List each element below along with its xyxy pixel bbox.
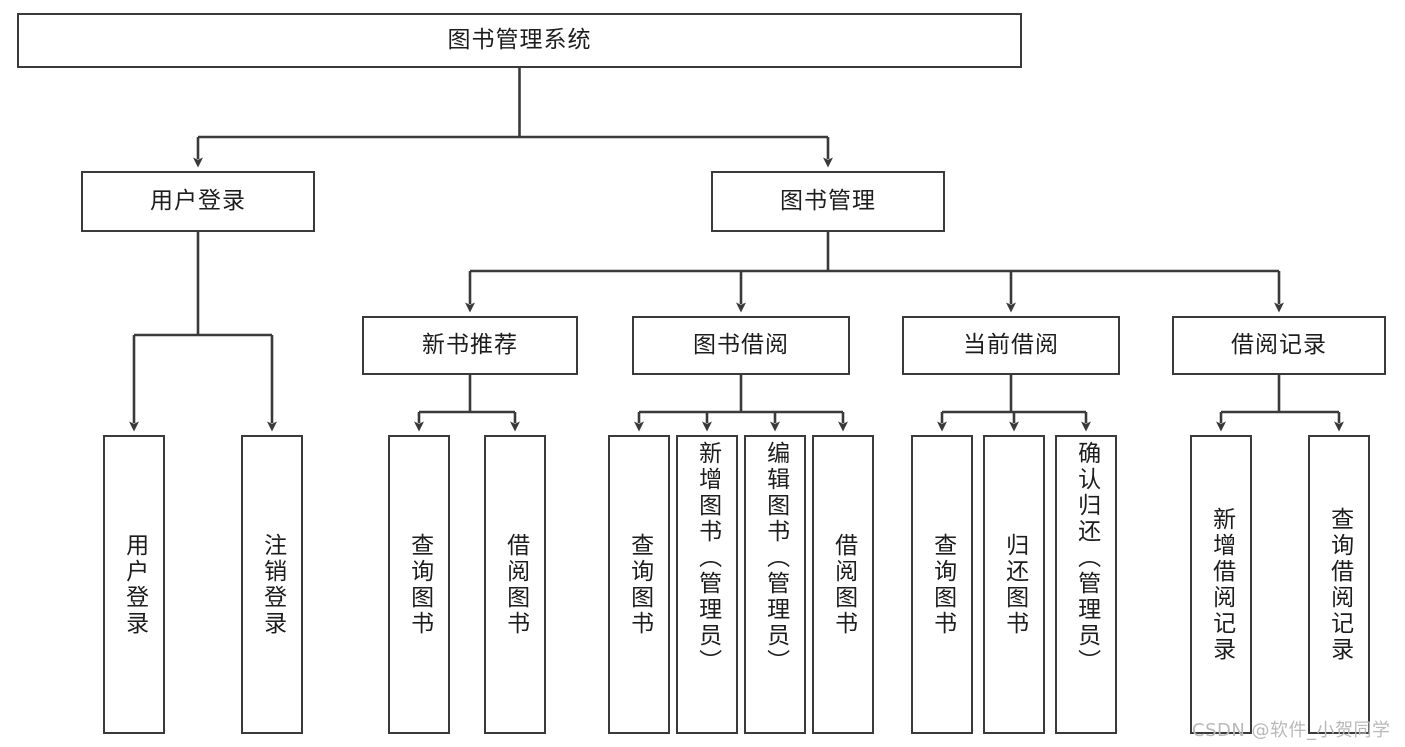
node-label: 用户登录: [150, 187, 246, 214]
node-label: 借阅图书: [502, 532, 529, 637]
node-label: 用户登录: [121, 532, 148, 637]
node-leaf-borrow-add[interactable]: 新增图书（管理员）: [676, 435, 738, 734]
node-leaf-borrow-query[interactable]: 查询图书: [608, 435, 670, 734]
node-label: 借阅记录: [1231, 331, 1327, 358]
node-label: 查询图书: [406, 532, 433, 637]
node-borrow-record[interactable]: 借阅记录: [1172, 316, 1386, 375]
node-label: 确认归还（管理员）: [1073, 441, 1100, 675]
node-label: 图书管理系统: [447, 26, 592, 53]
node-leaf-cur-query[interactable]: 查询图书: [911, 435, 973, 734]
node-leaf-borrow-lend[interactable]: 借阅图书: [812, 435, 874, 734]
node-label: 查询借阅记录: [1326, 506, 1353, 663]
node-label: 图书管理: [780, 187, 876, 214]
csdn-watermark: CSDN @软件_小贺同学: [1192, 720, 1391, 741]
node-leaf-user-logout[interactable]: 注销登录: [241, 435, 303, 734]
node-label: 借阅图书: [830, 532, 857, 637]
node-label: 查询图书: [626, 532, 653, 637]
node-leaf-cur-confirm[interactable]: 确认归还（管理员）: [1055, 435, 1117, 734]
node-leaf-rec-borrow[interactable]: 借阅图书: [484, 435, 546, 734]
node-book-manage[interactable]: 图书管理: [711, 171, 945, 232]
node-label: 编辑图书（管理员）: [762, 441, 789, 675]
node-root[interactable]: 图书管理系统: [17, 13, 1022, 68]
node-user-login[interactable]: 用户登录: [81, 171, 315, 232]
node-label: 归还图书: [1001, 532, 1028, 637]
node-leaf-cur-return[interactable]: 归还图书: [983, 435, 1045, 734]
node-leaf-rec-query[interactable]: 查询图书: [388, 435, 450, 734]
node-current-borrow[interactable]: 当前借阅: [902, 316, 1120, 375]
node-book-borrow[interactable]: 图书借阅: [632, 316, 850, 375]
node-label: 图书借阅: [693, 331, 789, 358]
node-label: 新书推荐: [422, 331, 518, 358]
node-leaf-user-login[interactable]: 用户登录: [103, 435, 165, 734]
node-label: 查询图书: [929, 532, 956, 637]
node-leaf-borrow-edit[interactable]: 编辑图书（管理员）: [744, 435, 806, 734]
node-new-book-rec[interactable]: 新书推荐: [362, 316, 578, 375]
node-leaf-rec-search[interactable]: 查询借阅记录: [1308, 435, 1370, 734]
node-label: 当前借阅: [963, 331, 1059, 358]
node-label: 注销登录: [259, 532, 286, 637]
node-leaf-rec-add[interactable]: 新增借阅记录: [1190, 435, 1252, 734]
node-label: 新增图书（管理员）: [694, 441, 721, 675]
node-label: 新增借阅记录: [1208, 506, 1235, 663]
